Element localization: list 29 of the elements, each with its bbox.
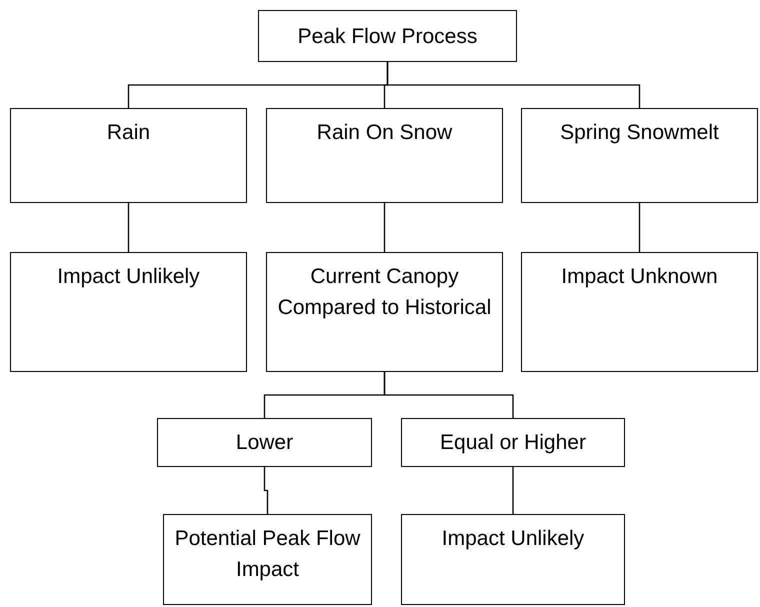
box-label: Impact Unlikely	[57, 264, 200, 290]
process-box	[266, 252, 503, 372]
box-label: Impact Unlikely	[442, 526, 584, 552]
box-label: Lower	[236, 430, 294, 456]
connector-line	[384, 372, 514, 418]
process-box	[521, 252, 758, 372]
process-box	[401, 514, 625, 605]
connector-line	[128, 203, 130, 252]
box-label: Equal or Higher	[440, 430, 586, 456]
connector-line	[384, 203, 386, 252]
connector-line	[512, 467, 514, 514]
box-label: Peak Flow Process	[298, 24, 478, 50]
process-box	[10, 108, 247, 203]
box-label: Potential Peak Flow Impact	[174, 526, 362, 583]
box-label: Rain	[106, 120, 150, 146]
box-label: Rain On Snow	[316, 120, 452, 146]
process-box	[258, 10, 517, 62]
process-box	[521, 108, 758, 203]
process-box	[10, 252, 247, 372]
box-label: Impact Unknown	[561, 264, 718, 290]
connector-line	[638, 203, 640, 252]
process-box	[266, 108, 503, 203]
connector-line	[264, 467, 268, 514]
box-label: Spring Snowmelt	[560, 120, 719, 146]
box-label: Current Canopy Compared to Historical	[276, 264, 492, 321]
process-box	[401, 418, 625, 467]
process-box	[157, 418, 372, 467]
process-box	[163, 514, 372, 605]
connector-line	[386, 62, 640, 108]
